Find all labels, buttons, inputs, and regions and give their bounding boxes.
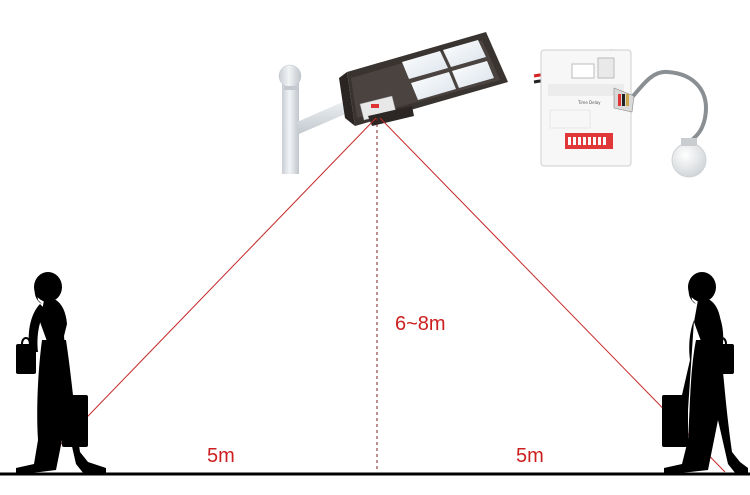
left-distance-label: 5m [207,445,235,467]
street-pole [278,64,350,174]
walking-woman-silhouette-icon [662,272,748,474]
beam-left [33,117,377,473]
svg-text:Time Delay: Time Delay [577,100,601,105]
solar-street-light-icon [339,32,508,126]
pir-sensor-module-icon: Time Delay [533,49,708,178]
height-range-label: 6~8m [395,313,446,335]
walking-woman-silhouette-icon [16,272,106,474]
sensor-beam-lines [33,117,726,473]
dip-switch-icon [565,133,613,149]
right-distance-label: 5m [516,445,544,467]
